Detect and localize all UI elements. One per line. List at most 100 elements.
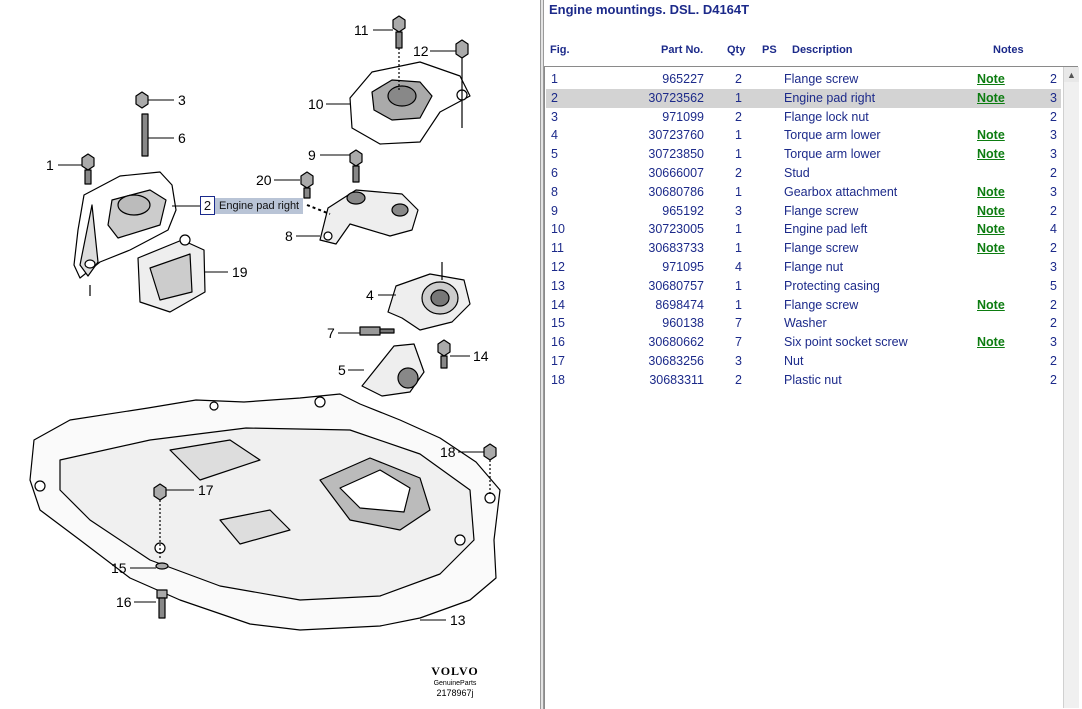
cell-description: Nut — [784, 353, 804, 368]
callout-19[interactable]: 19 — [232, 264, 248, 280]
note-link[interactable]: Note — [977, 128, 1005, 143]
cell-part-no: 30723850 — [648, 147, 704, 162]
cell-fig: 2 — [551, 90, 558, 105]
callout-10[interactable]: 10 — [308, 96, 324, 112]
callout-16[interactable]: 16 — [116, 594, 132, 610]
callout-6[interactable]: 6 — [178, 130, 186, 146]
column-header-qty[interactable]: Qty — [727, 44, 746, 56]
callout-7[interactable]: 7 — [327, 325, 335, 341]
cell-qty: 1 — [735, 297, 742, 312]
note-link[interactable]: Note — [977, 203, 1005, 218]
cell-description: Torque arm lower — [784, 128, 881, 143]
callout-5[interactable]: 5 — [338, 362, 346, 378]
cell-fig: 9 — [551, 203, 558, 218]
callout-8[interactable]: 8 — [285, 228, 293, 244]
cell-part-no: 30683311 — [649, 372, 704, 387]
vertical-scrollbar[interactable]: ▲ — [1063, 67, 1079, 708]
cell-qty: 1 — [735, 241, 742, 256]
callout-4[interactable]: 4 — [366, 287, 374, 303]
note-link[interactable]: Note — [977, 335, 1005, 350]
cell-description: Flange screw — [784, 297, 859, 312]
note-link[interactable]: Note — [977, 90, 1005, 105]
callout-14[interactable]: 14 — [473, 348, 489, 364]
cell-qty: 1 — [735, 90, 742, 105]
callout-18[interactable]: 18 — [440, 444, 456, 460]
callout-20[interactable]: 20 — [256, 172, 272, 188]
callout-3[interactable]: 3 — [178, 92, 186, 108]
cell-fig: 6 — [551, 165, 558, 180]
cell-notes-count: 2 — [1050, 203, 1057, 218]
note-link[interactable]: Note — [977, 184, 1005, 199]
column-header-description[interactable]: Description — [792, 44, 853, 56]
cell-part-no: 30723562 — [648, 90, 704, 105]
cell-description: Gearbox attachment — [784, 184, 898, 199]
cell-description: Engine pad left — [784, 222, 868, 237]
scroll-up-arrow-icon[interactable]: ▲ — [1064, 67, 1079, 82]
callout-17[interactable]: 17 — [198, 482, 214, 498]
cell-qty: 1 — [735, 184, 742, 199]
note-link[interactable]: Note — [977, 241, 1005, 256]
cell-description: Flange screw — [784, 203, 859, 218]
cell-fig: 3 — [551, 109, 558, 124]
cell-fig: 15 — [551, 316, 565, 331]
note-link[interactable]: Note — [977, 147, 1005, 162]
cell-qty: 1 — [735, 278, 742, 293]
callout-1[interactable]: 1 — [46, 157, 54, 173]
callout-11[interactable]: 11 — [354, 22, 369, 38]
note-link[interactable]: Note — [977, 297, 1005, 312]
cell-description: Plastic nut — [784, 372, 842, 387]
callout-15[interactable]: 15 — [111, 560, 127, 576]
hovered-callout-number[interactable]: 2 — [200, 196, 215, 215]
cell-description: Flange screw — [784, 72, 859, 86]
pane-splitter[interactable] — [540, 0, 544, 709]
note-link[interactable]: Note — [977, 222, 1005, 237]
cell-qty: 3 — [735, 353, 742, 368]
column-header-ps[interactable]: PS — [762, 44, 777, 56]
callout-9[interactable]: 9 — [308, 147, 316, 163]
cell-qty: 2 — [735, 372, 742, 387]
cell-qty: 1 — [735, 147, 742, 162]
callout-13[interactable]: 13 — [450, 612, 466, 628]
cell-notes-count: 3 — [1050, 90, 1057, 105]
hovered-callout-label[interactable]: 2 Engine pad right — [200, 196, 304, 215]
parts-diagram[interactable]: 1 3 4 5 6 7 8 9 10 11 12 13 14 15 16 17 … — [0, 0, 540, 709]
cell-part-no: 971095 — [662, 259, 704, 274]
cell-description: Washer — [784, 316, 827, 331]
cell-notes-count: 2 — [1050, 72, 1057, 86]
cell-part-no: 30723760 — [648, 128, 704, 143]
cell-part-no: 30683256 — [648, 353, 704, 368]
cell-fig: 17 — [551, 353, 565, 368]
cell-fig: 8 — [551, 184, 558, 199]
note-link[interactable]: Note — [977, 72, 1005, 86]
cell-part-no: 30680786 — [648, 184, 704, 199]
column-header-notes[interactable]: Notes — [993, 44, 1024, 56]
callout-12[interactable]: 12 — [413, 43, 429, 59]
volvo-logo: VOLVO GenuineParts 2178967j — [431, 664, 478, 698]
cell-fig: 18 — [551, 372, 565, 387]
svg-text:VOLVO: VOLVO — [431, 664, 478, 678]
cell-fig: 1 — [551, 72, 558, 86]
cell-notes-count: 3 — [1050, 128, 1057, 143]
cell-part-no: 30680757 — [648, 278, 704, 293]
column-header-part-no[interactable]: Part No. — [661, 44, 704, 56]
cell-part-no: 8698474 — [655, 297, 704, 312]
column-header-fig[interactable]: Fig. — [550, 44, 570, 56]
cell-part-no: 971099 — [662, 109, 704, 124]
